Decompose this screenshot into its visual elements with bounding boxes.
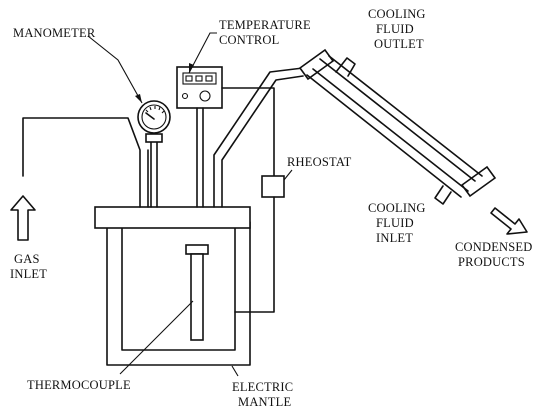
electric-mantle-label-line1: ELECTRIC bbox=[232, 380, 293, 394]
heater-wire bbox=[221, 87, 275, 177]
manometer-pointer-head bbox=[135, 94, 142, 103]
cooling-fluid-inlet-label-line1: COOLING bbox=[368, 201, 426, 215]
cooling-fluid-outlet-label-line2: FLUID bbox=[376, 22, 414, 36]
temperature-control-label-line2: CONTROL bbox=[219, 33, 279, 47]
condensed-products-arrow bbox=[490, 207, 528, 235]
thermocouple-probe bbox=[185, 244, 209, 341]
electric-mantle bbox=[106, 221, 251, 366]
condensed-products-label-line1: CONDENSED bbox=[455, 240, 533, 254]
cooling-fluid-outlet-label-line1: COOLING bbox=[368, 7, 426, 21]
temperature-control-label-line1: TEMPERATURE bbox=[219, 18, 311, 32]
vapour-line-inner bbox=[221, 75, 304, 208]
manometer-pointer bbox=[87, 35, 143, 104]
temperature-control-pointer-head bbox=[189, 63, 194, 73]
condensed-products-label-line2: PRODUCTS bbox=[458, 255, 525, 269]
electric-mantle-label-line2: MANTLE bbox=[238, 395, 291, 409]
thermocouple-pointer bbox=[119, 300, 194, 375]
condenser bbox=[298, 48, 497, 205]
cooling-fluid-inlet-label-line3: INLET bbox=[376, 231, 413, 245]
manometer-label: MANOMETER bbox=[13, 26, 96, 40]
rheostat-wire bbox=[234, 196, 275, 313]
gas-inlet-label-line2: INLET bbox=[10, 267, 47, 281]
rheostat-label: RHEOSTAT bbox=[287, 155, 352, 169]
rheostat-pointer bbox=[283, 169, 293, 181]
rheostat-box bbox=[261, 175, 285, 198]
gas-inlet-arrow bbox=[10, 195, 36, 241]
vapour-line bbox=[213, 67, 304, 208]
cooling-fluid-outlet-label-line3: OUTLET bbox=[374, 37, 424, 51]
gas-inlet-label-line1: GAS bbox=[14, 252, 40, 266]
cooling-fluid-inlet-label-line2: FLUID bbox=[376, 216, 414, 230]
reactor-lid bbox=[94, 206, 251, 229]
temperature-control-unit bbox=[176, 66, 223, 109]
thermocouple-label: THERMOCOUPLE bbox=[27, 378, 131, 392]
electric-mantle-pointer bbox=[231, 365, 239, 377]
temperature-control-pointer bbox=[188, 32, 217, 74]
gas-line bbox=[22, 117, 141, 208]
manometer-gauge bbox=[137, 100, 171, 208]
